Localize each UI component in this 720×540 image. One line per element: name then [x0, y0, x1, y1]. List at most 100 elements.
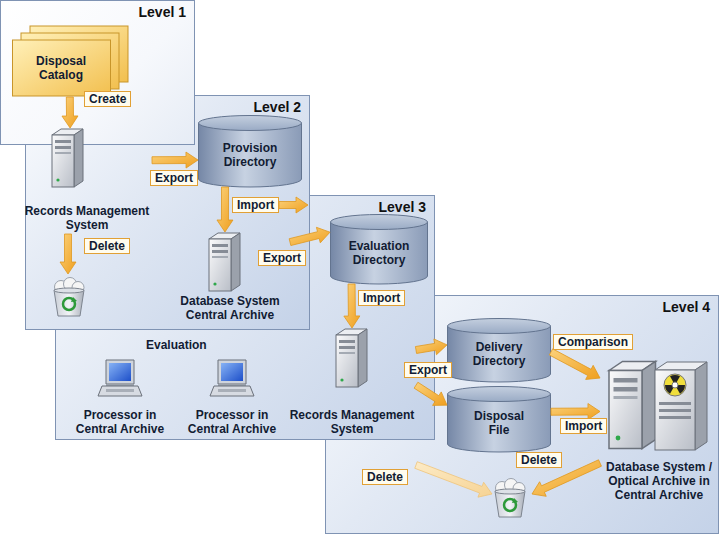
cylinder-top [448, 319, 551, 334]
server-side [74, 129, 83, 187]
cabinet-front [655, 370, 695, 450]
node-label: Database System Central Archive [170, 294, 290, 322]
server-node: Database System Central Archive [170, 232, 290, 324]
node-label: Disposal File [447, 402, 551, 444]
keyboard-keys [106, 389, 134, 392]
cylinder-top [331, 215, 428, 230]
power-led [340, 378, 343, 381]
flow-arrow [549, 349, 600, 380]
node-label: Delivery Directory [447, 334, 551, 374]
flow-arrow [289, 227, 330, 245]
node-label: Records Management System [22, 204, 152, 232]
level-title: Level 2 [254, 99, 301, 115]
drive-bay [339, 340, 355, 343]
server-front [609, 371, 642, 449]
level-title: Level 4 [663, 299, 710, 315]
drive-bay [55, 152, 71, 154]
bin-rim [495, 489, 525, 494]
document-stack: Disposal Catalog [12, 25, 130, 97]
recycle-bin [54, 278, 84, 317]
flow-arrow [217, 187, 233, 232]
archive-icon [609, 358, 709, 453]
monitor-screen [221, 363, 243, 381]
server-side [642, 362, 656, 449]
edge-label: Export [258, 250, 306, 266]
flow-arrow [62, 97, 78, 128]
arrow-shape [549, 349, 600, 380]
cylinder-body [199, 123, 302, 187]
flow-arrow [415, 339, 447, 355]
node-label: Database System / Optical Archive in Cen… [600, 460, 718, 502]
power-led [213, 282, 216, 285]
arrow-shape [152, 152, 198, 168]
flow-arrow [414, 382, 447, 405]
cylinder-top [199, 116, 302, 131]
action-label: Delete [516, 452, 562, 468]
node-label: Disposal Catalog [12, 40, 110, 96]
cabinet-slot [659, 416, 691, 419]
bin-body [495, 491, 525, 517]
recycle-bin [495, 479, 525, 518]
edge-label: Comparison [553, 334, 633, 350]
flow-arrow [152, 152, 198, 168]
drive-bay [339, 352, 355, 354]
server-side [358, 329, 367, 387]
server-icon [336, 328, 368, 388]
power-led [616, 436, 621, 441]
cylinder-top [448, 387, 551, 402]
drive-bay [614, 378, 638, 383]
group-label: Evaluation [146, 338, 207, 352]
action-label: Delete [362, 469, 408, 485]
cabinet-slot [659, 409, 691, 412]
drive-bay [55, 146, 71, 149]
monitor-frame [106, 360, 134, 384]
disc-hole [672, 382, 678, 388]
arrow-shape [415, 339, 447, 355]
monitor-screen [109, 363, 131, 381]
directory-cylinder: Evaluation Directory [330, 214, 428, 284]
server-tower [609, 362, 656, 449]
recycle-symbol [512, 498, 518, 503]
action-label: Delete [84, 238, 130, 254]
drive-bay [212, 256, 228, 258]
bin-body [54, 290, 84, 316]
arrow-shape [62, 97, 78, 128]
drive-bay [339, 346, 355, 349]
edge-label: Export [404, 362, 452, 378]
drive-bay [212, 244, 228, 247]
directory-cylinder: Provision Directory [198, 115, 302, 187]
edge-label: Import [232, 197, 279, 213]
keyboard-keys [218, 389, 246, 392]
arrow-shape [217, 187, 233, 232]
recycle-symbol [71, 297, 77, 302]
edge-label: Create [84, 91, 131, 107]
drive-bay [55, 140, 71, 143]
directory-cylinder: Disposal File [447, 386, 551, 452]
server-icon [52, 128, 84, 188]
level-title: Level 3 [379, 199, 426, 215]
cylinder-body [448, 326, 551, 382]
node-label: Provision Directory [198, 131, 302, 179]
keyboard-base [210, 386, 254, 396]
node-label: Processor in Central Archive [178, 408, 286, 436]
server-front [336, 335, 358, 387]
cabinet-side [695, 362, 707, 450]
arrow-shape [289, 227, 330, 245]
computer-icon [210, 358, 254, 402]
cabinet-slot [659, 402, 691, 405]
level-panel: Level 1Disposal Catalog [0, 0, 195, 145]
cylinder-body [448, 394, 551, 452]
keyboard-base [98, 386, 142, 396]
drive-bay [614, 396, 638, 399]
bin-rim [54, 288, 84, 293]
server-front [209, 239, 231, 291]
server-front [52, 135, 74, 187]
server-side [231, 233, 240, 291]
edge-label: Import [358, 290, 405, 306]
directory-cylinder: Delivery Directory [447, 318, 551, 382]
edge-label: Import [560, 418, 607, 434]
drive-bay [614, 387, 638, 392]
node-label: Processor in Central Archive [66, 408, 174, 436]
server-node: Records Management System [288, 328, 416, 438]
